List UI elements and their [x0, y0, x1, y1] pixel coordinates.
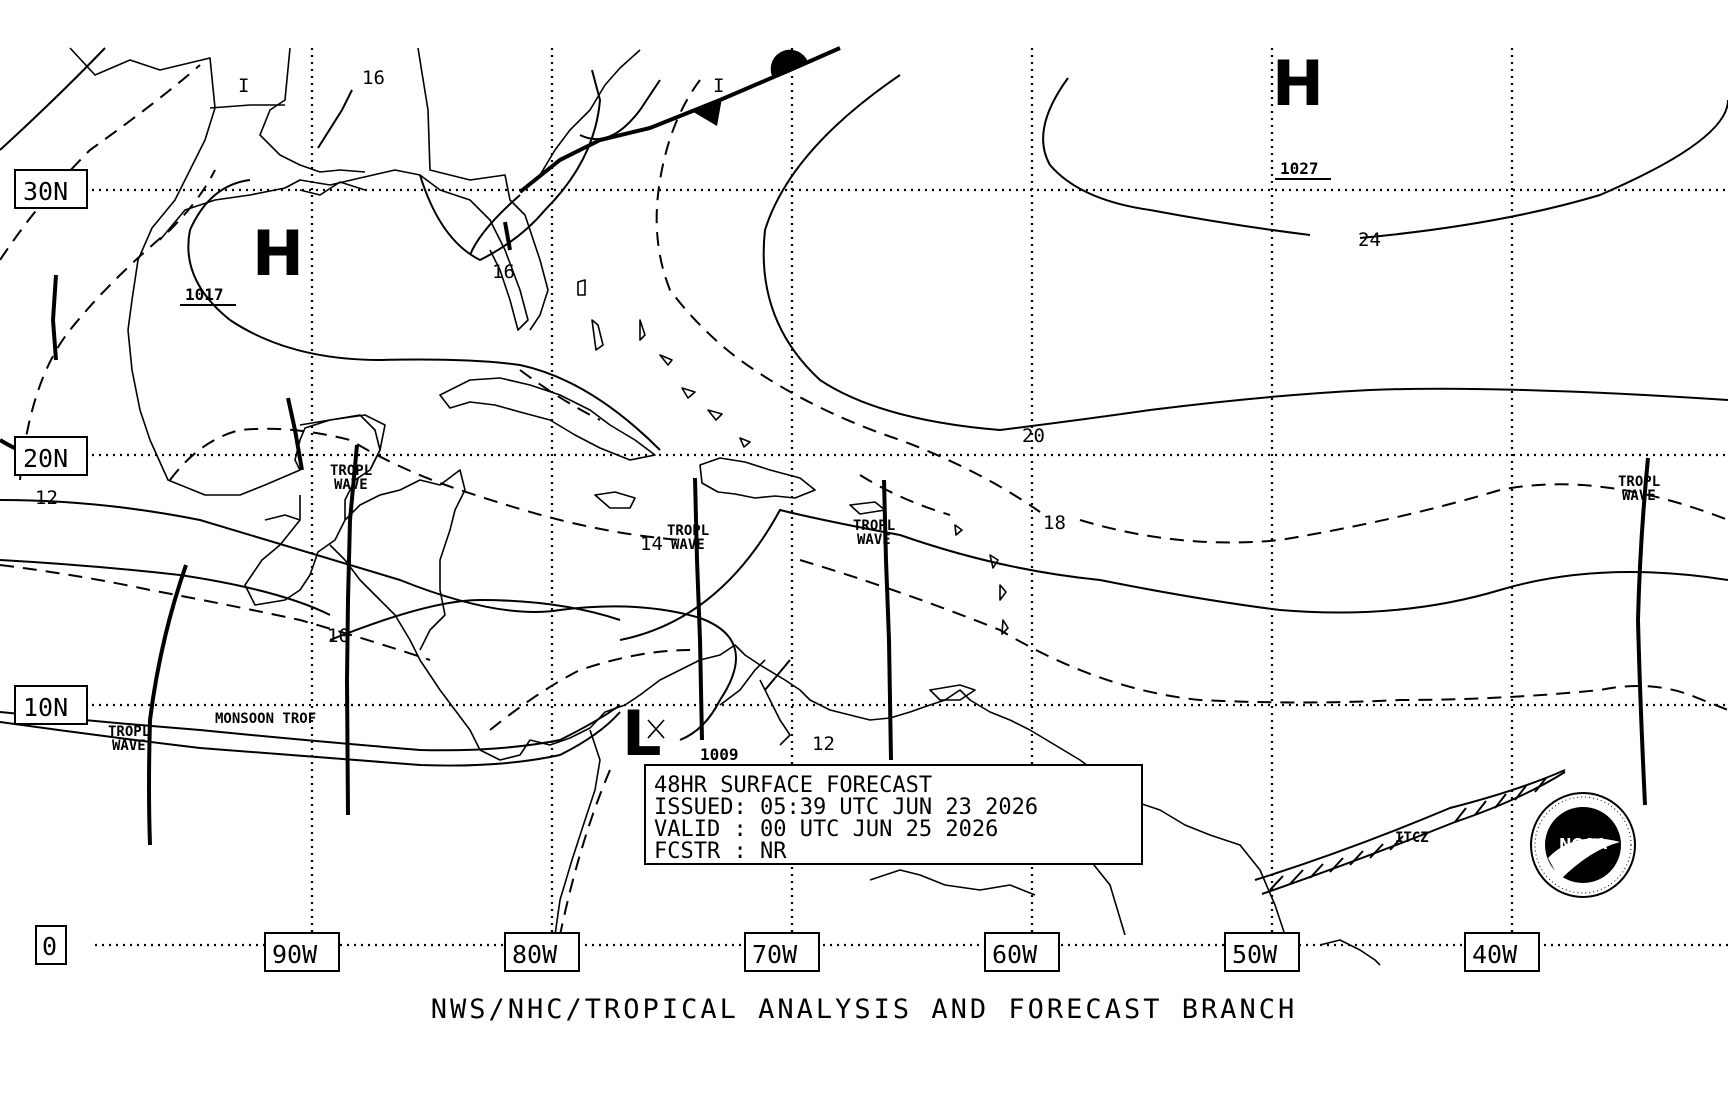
isobars-solid [0, 47, 1728, 741]
monsoon-trough [0, 704, 621, 767]
svg-text:90W: 90W [272, 940, 318, 969]
front-mark-label: I [713, 75, 724, 97]
low-position-x-icon [647, 719, 665, 739]
isobar-label: 16 [362, 67, 385, 89]
info-valid: VALID : 00 UTC JUN 25 2026 [654, 817, 998, 842]
lon-label-40w: 40W [1464, 932, 1540, 972]
lon-label-80w: 80W [504, 932, 580, 972]
svg-text:50W: 50W [1232, 940, 1278, 969]
noaa-logo-text: NOAA [1559, 835, 1608, 853]
forecast-info-box: 48HR SURFACE FORECAST ISSUED: 05:39 UTC … [644, 764, 1143, 865]
svg-text:10N: 10N [23, 693, 68, 722]
high-center-gulf: H [252, 217, 304, 290]
isobar-label: 12 [812, 733, 835, 755]
svg-text:70W: 70W [752, 940, 798, 969]
itcz-band [1254, 769, 1566, 895]
isobar-label: 10 [327, 625, 350, 647]
svg-text:60W: 60W [992, 940, 1038, 969]
lon-label-50w: 50W [1224, 932, 1300, 972]
coastlines [69, 47, 1381, 966]
isobars-dashed [0, 64, 1728, 936]
isobar-labels: 16 16 24 20 18 14 12 10 12 [35, 67, 1381, 755]
svg-text:30N: 30N [23, 177, 68, 206]
high-center-atlantic: H [1272, 47, 1324, 120]
info-title: 48HR SURFACE FORECAST [654, 773, 932, 798]
lon-label-90w: 90W [264, 932, 340, 972]
isobar-label: 14 [640, 533, 663, 555]
isobar-label: 12 [35, 487, 58, 509]
isobar-label: 18 [1043, 512, 1066, 534]
isobar-label: 24 [1358, 229, 1381, 251]
lat-label-30n: 30N [14, 169, 88, 209]
itcz-label: ITCZ [1395, 830, 1429, 846]
tropical-waves [50, 221, 1650, 846]
front-mark-label: I [238, 75, 249, 97]
lat-label-20n: 20N [14, 436, 88, 476]
cold-front-triangle-icon [690, 98, 722, 126]
low-center-colombia: L [622, 697, 662, 770]
footer-credit: NWS/NHC/TROPICAL ANALYSIS AND FORECAST B… [431, 994, 1298, 1025]
isobar-label: 16 [492, 261, 515, 283]
svg-text:80W: 80W [512, 940, 558, 969]
lat-label-10n: 10N [14, 685, 88, 725]
frontal-boundary [0, 46, 841, 462]
info-forecaster: FCSTR : NR [654, 839, 787, 864]
lon-label-70w: 70W [744, 932, 820, 972]
monsoon-trough-label: MONSOON TROF [215, 711, 316, 727]
lat-lon-grid [85, 48, 1728, 947]
isobar-label: 20 [1022, 425, 1045, 447]
svg-text:0: 0 [42, 932, 57, 961]
noaa-logo: NOAA [1530, 792, 1636, 898]
high-pressure-gulf: 1017 [185, 285, 224, 304]
low-pressure-colombia: 1009 [700, 745, 739, 764]
lat-label-equator: 0 [35, 925, 67, 965]
high-pressure-atlantic: 1027 [1280, 159, 1319, 178]
warm-front-semicircle-icon [770, 49, 808, 76]
svg-text:40W: 40W [1472, 940, 1518, 969]
info-issued: ISSUED: 05:39 UTC JUN 23 2026 [654, 795, 1038, 820]
lon-label-60w: 60W [984, 932, 1060, 972]
svg-text:20N: 20N [23, 444, 68, 473]
